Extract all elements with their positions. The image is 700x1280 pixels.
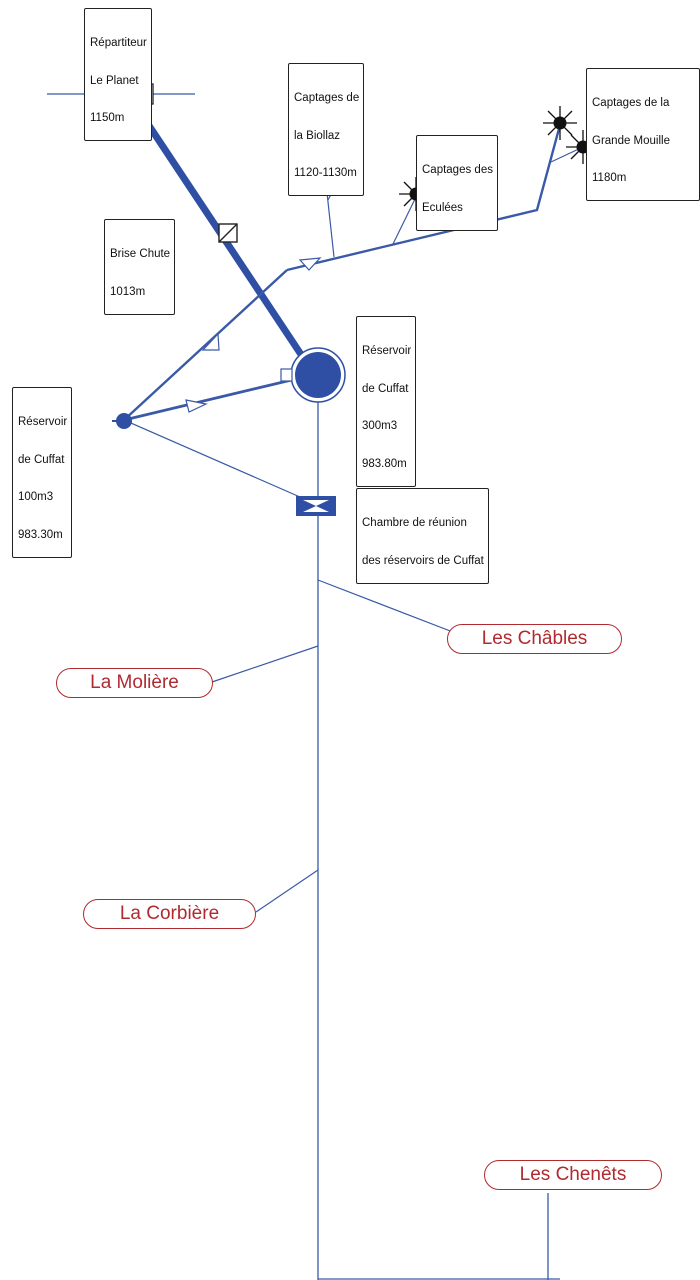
reservoir-100-symbol <box>116 413 132 429</box>
chables-branch <box>317 579 459 635</box>
label-line: Réservoir <box>18 416 68 428</box>
chambre-inner <box>303 500 329 512</box>
village-les-chables: Les Châbles <box>447 624 622 654</box>
label-line: la Biollaz <box>294 129 341 142</box>
label-line: 1013m <box>110 285 146 298</box>
spring-icon <box>543 106 577 140</box>
label-line: 1150m <box>90 112 125 124</box>
village-la-corbiere: La Corbière <box>83 899 256 929</box>
village-les-chenets: Les Chenêts <box>484 1160 662 1190</box>
label-line: Réservoir <box>362 345 412 357</box>
flow-arrow-2 <box>201 332 220 351</box>
eculees-label: Captages des Eculées <box>416 135 498 231</box>
grande-mouille-pipe <box>286 124 562 272</box>
label-line: de Cuffat <box>18 453 65 466</box>
label-line: des réservoirs de Cuffat <box>362 554 484 567</box>
moliere-branch <box>211 645 319 683</box>
label-line: Chambre de réunion <box>362 517 467 529</box>
label-line: Le Planet <box>90 74 139 87</box>
corbiere-branch <box>255 869 319 913</box>
label-line: 983.30m <box>18 528 63 541</box>
flow-arrow-1 <box>298 257 322 271</box>
collector-to-reservoir100 <box>123 269 288 421</box>
reservoir-100-label: Réservoir de Cuffat 100m3 983.30m <box>12 387 73 558</box>
reservoir-300-valve <box>280 368 293 382</box>
label-line: de Cuffat <box>362 382 409 395</box>
label-line: Eculées <box>422 201 463 214</box>
label-line: 300m3 <box>362 420 398 432</box>
eculees-pipe <box>392 196 417 245</box>
brise-chute-label: Brise Chute 1013m <box>104 219 176 315</box>
flow-arrow-3 <box>185 399 208 413</box>
chambre-symbol <box>296 496 336 516</box>
chambre-label: Chambre de réunion des réservoirs de Cuf… <box>356 488 489 584</box>
label-line: Captages de <box>294 92 360 104</box>
label-line: Brise Chute <box>110 248 171 260</box>
label-line: Grande Mouille <box>592 134 670 147</box>
label-line: 1120-1130m <box>294 167 357 179</box>
reservoir100-to-chambre <box>123 419 301 498</box>
label-line: 100m3 <box>18 491 54 503</box>
label-line: 983.80m <box>362 457 407 470</box>
grande-mouille-label: Captages de la Grande Mouille 1180m <box>586 68 700 201</box>
reservoir-300-symbol <box>295 352 341 398</box>
brise-chute-cross <box>218 223 238 243</box>
reservoir-link-pipe <box>123 376 301 422</box>
reservoir-300-label: Réservoir de Cuffat 300m3 983.80m <box>356 316 417 487</box>
label-line: Captages des <box>422 164 493 176</box>
repartiteur-label: Répartiteur Le Planet 1150m <box>84 8 152 141</box>
village-la-moliere: La Molière <box>56 668 213 698</box>
biollaz-label: Captages de la Biollaz 1120-1130m <box>288 63 365 196</box>
label-line: Répartiteur <box>90 37 147 49</box>
label-line: Captages de la <box>592 97 670 109</box>
label-line: 1180m <box>592 172 627 184</box>
